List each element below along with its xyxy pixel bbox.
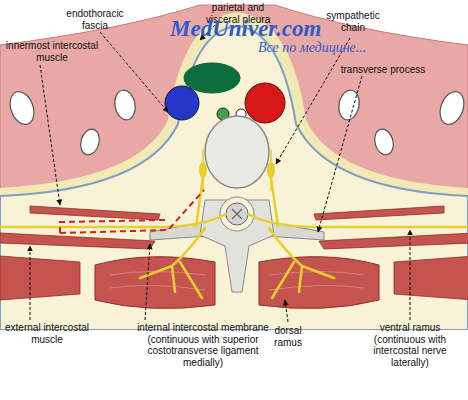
grey-matter — [232, 209, 242, 219]
endothoracic-fascia — [0, 12, 468, 400]
paravertebral-outline — [60, 190, 204, 233]
esophagus — [184, 63, 240, 93]
vertebral-body — [205, 116, 269, 188]
part-label: ventral ramus (continuous with intercost… — [358, 322, 462, 368]
part-label: dorsal ramus — [268, 325, 308, 348]
spinal-cord — [226, 203, 248, 225]
vein — [165, 86, 199, 120]
sympathetic-ganglion — [199, 162, 207, 178]
part-label: transverse process — [328, 64, 438, 76]
part-label: innermost intercostal muscle — [2, 40, 102, 63]
aorta — [245, 83, 285, 123]
part-label: internal intercostal membrane (continuou… — [128, 322, 278, 368]
watermark: Все по медицине... — [258, 40, 418, 56]
part-label: endothoracic fascia — [55, 8, 135, 31]
vertebral-arch — [200, 200, 274, 292]
nerves — [0, 150, 468, 298]
sympathetic-ganglion — [267, 162, 275, 178]
part-label: external intercostal muscle — [2, 322, 92, 345]
part-label: sympathetic chain — [318, 10, 388, 33]
